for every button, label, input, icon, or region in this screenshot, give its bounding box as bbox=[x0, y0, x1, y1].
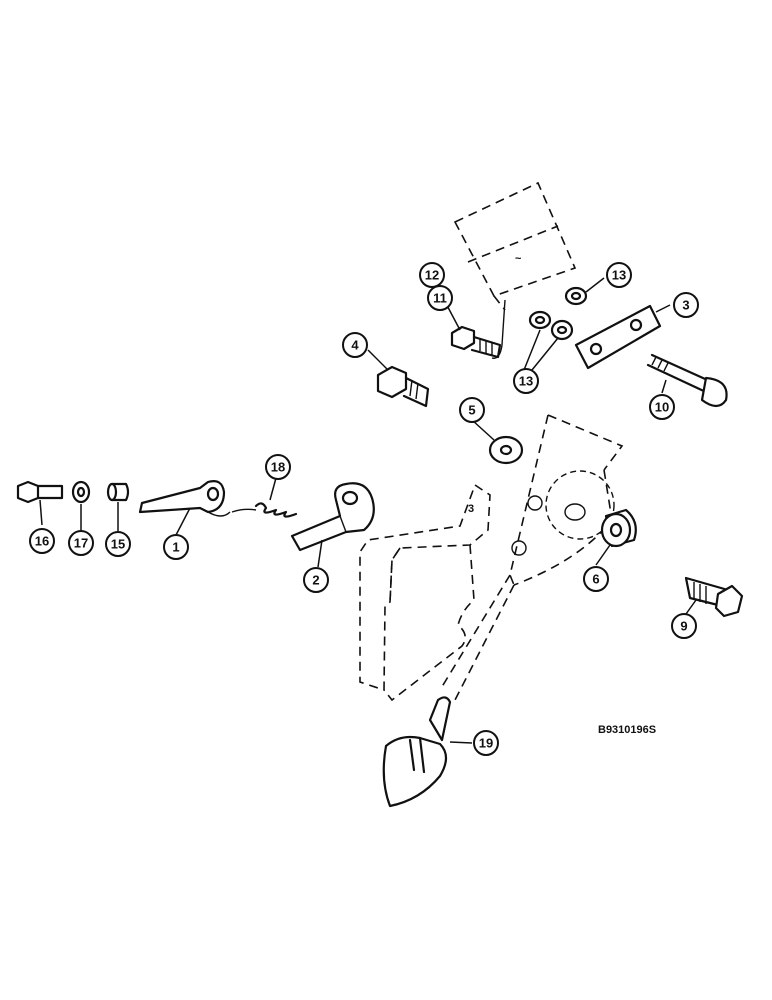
callout-19: 19 bbox=[473, 730, 499, 756]
callout-11: 11 bbox=[427, 285, 453, 311]
callout-16: 16 bbox=[29, 528, 55, 554]
svg-text:19: 19 bbox=[479, 736, 493, 751]
washer-13-set bbox=[528, 286, 588, 341]
svg-text:18: 18 bbox=[271, 460, 285, 475]
callout-15: 15 bbox=[105, 531, 131, 557]
callout-9: 9 bbox=[671, 613, 697, 639]
washer-17 bbox=[71, 480, 91, 504]
svg-text:9: 9 bbox=[680, 619, 687, 634]
callout-4: 4 bbox=[342, 332, 368, 358]
washer-5 bbox=[488, 435, 524, 465]
svg-text:13: 13 bbox=[612, 268, 626, 283]
bolt-11 bbox=[450, 325, 502, 359]
svg-text:16: 16 bbox=[35, 534, 49, 549]
bolt-4 bbox=[376, 365, 430, 408]
side-plate-outline: 3 bbox=[359, 483, 491, 702]
svg-text:6: 6 bbox=[592, 572, 599, 587]
svg-text:1: 1 bbox=[172, 540, 179, 555]
latch-2 bbox=[290, 482, 375, 552]
svg-text:3: 3 bbox=[682, 298, 689, 313]
upper-frame-outline: ~ bbox=[453, 181, 577, 359]
bearing-housing-outline bbox=[439, 414, 624, 701]
callout-18: 18 bbox=[265, 454, 291, 480]
svg-text:12: 12 bbox=[425, 268, 439, 283]
plate-3 bbox=[574, 304, 662, 370]
spring-18 bbox=[231, 502, 298, 518]
callout-6: 6 bbox=[583, 566, 609, 592]
callout-12: 12 bbox=[419, 262, 445, 288]
svg-text:2: 2 bbox=[312, 573, 319, 588]
callout-3: 3 bbox=[673, 292, 699, 318]
svg-text:17: 17 bbox=[74, 536, 88, 551]
lever-1 bbox=[138, 480, 231, 517]
bushing-15 bbox=[106, 482, 130, 502]
svg-text:10: 10 bbox=[655, 400, 669, 415]
figure-reference-code: B9310196S bbox=[598, 724, 656, 736]
plate-mark-3: 3 bbox=[468, 503, 474, 515]
shoe-19 bbox=[382, 696, 452, 808]
callout-10: 10 bbox=[649, 394, 675, 420]
bolt-10 bbox=[646, 353, 728, 408]
callout-2: 2 bbox=[303, 567, 329, 593]
leader-lines bbox=[39, 277, 697, 744]
callout-17: 17 bbox=[68, 530, 94, 556]
svg-text:15: 15 bbox=[111, 537, 125, 552]
callout-13: 13 bbox=[606, 262, 632, 288]
bolt-9 bbox=[684, 576, 744, 618]
svg-text:13: 13 bbox=[519, 374, 533, 389]
callout-5: 5 bbox=[459, 397, 485, 423]
callout-1: 1 bbox=[163, 534, 189, 560]
svg-text:4: 4 bbox=[351, 338, 359, 353]
washer-6 bbox=[600, 508, 637, 548]
callout-13-lower: 13 bbox=[513, 368, 539, 394]
svg-text:5: 5 bbox=[468, 403, 475, 418]
bolt-16 bbox=[16, 480, 64, 504]
frame-mark: ~ bbox=[515, 253, 522, 265]
svg-text:11: 11 bbox=[433, 291, 447, 306]
